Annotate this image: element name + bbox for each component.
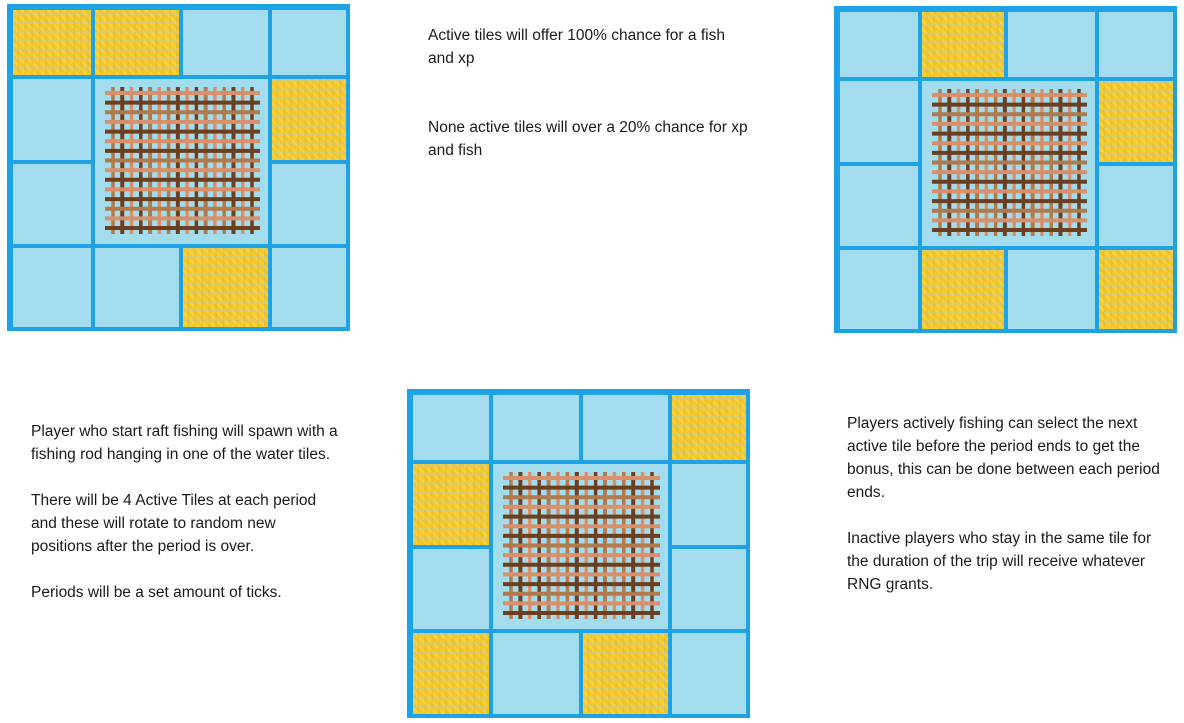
tile-r3c0[interactable] <box>840 250 918 329</box>
tile-r1c3[interactable] <box>672 464 746 545</box>
raft-weave <box>503 472 660 619</box>
tile-r3c3[interactable] <box>672 633 746 714</box>
tile-r2c3[interactable] <box>672 549 746 629</box>
raft-weave <box>932 89 1087 236</box>
active-tile-r3c2[interactable] <box>183 248 268 327</box>
tile-r1c0[interactable] <box>13 79 91 160</box>
tile-r2c3[interactable] <box>272 164 346 244</box>
raft-weave <box>105 87 260 234</box>
note-bottom-left: Player who start raft fishing will spawn… <box>31 420 341 604</box>
tile-r0c2[interactable] <box>583 395 668 460</box>
tile-r0c3[interactable] <box>272 10 346 75</box>
tile-r3c0[interactable] <box>13 248 91 327</box>
tile-r0c2[interactable] <box>1008 12 1095 77</box>
raft-center <box>95 79 268 244</box>
active-tile-r1c3[interactable] <box>1099 81 1173 162</box>
active-tile-r1c0[interactable] <box>413 464 489 545</box>
tile-r0c0[interactable] <box>413 395 489 460</box>
note-inactive-tiles: None active tiles will over a 20% chance… <box>428 119 748 159</box>
note-top-center: Active tiles will offer 100% chance for … <box>428 24 748 162</box>
tile-r0c1[interactable] <box>493 395 579 460</box>
active-tile-r3c0[interactable] <box>413 633 489 714</box>
raft-grid-1 <box>7 4 350 331</box>
note-inactive-players: Inactive players who stay in the same ti… <box>847 530 1152 593</box>
raft-center <box>922 81 1095 246</box>
raft-grid-2 <box>834 6 1177 333</box>
active-tile-r3c2[interactable] <box>583 633 668 714</box>
tile-r1c0[interactable] <box>840 81 918 162</box>
tile-r3c1[interactable] <box>95 248 179 327</box>
active-tile-r0c1[interactable] <box>95 10 179 75</box>
tile-r2c0[interactable] <box>413 549 489 629</box>
note-active-players: Players actively fishing can select the … <box>847 415 1160 501</box>
active-tile-r3c1[interactable] <box>922 250 1004 329</box>
note-periods: Periods will be a set amount of ticks. <box>31 584 282 601</box>
tile-r0c3[interactable] <box>1099 12 1173 77</box>
note-active-tiles: Active tiles will offer 100% chance for … <box>428 27 725 67</box>
raft-grid-3 <box>407 389 750 718</box>
tile-r3c3[interactable] <box>272 248 346 327</box>
tile-r0c0[interactable] <box>840 12 918 77</box>
note-active-rotation: There will be 4 Active Tiles at each per… <box>31 492 317 555</box>
tile-r3c2[interactable] <box>1008 250 1095 329</box>
note-bottom-right: Players actively fishing can select the … <box>847 412 1167 596</box>
active-tile-r0c1[interactable] <box>922 12 1004 77</box>
active-tile-r1c3[interactable] <box>272 79 346 160</box>
tile-r0c2[interactable] <box>183 10 268 75</box>
tile-r3c1[interactable] <box>493 633 579 714</box>
tile-r2c0[interactable] <box>840 166 918 246</box>
note-spawn: Player who start raft fishing will spawn… <box>31 423 338 463</box>
active-tile-r0c0[interactable] <box>13 10 91 75</box>
tile-r2c3[interactable] <box>1099 166 1173 246</box>
active-tile-r3c3[interactable] <box>1099 250 1173 329</box>
raft-center <box>493 464 668 629</box>
tile-r2c0[interactable] <box>13 164 91 244</box>
active-tile-r0c3[interactable] <box>672 395 746 460</box>
